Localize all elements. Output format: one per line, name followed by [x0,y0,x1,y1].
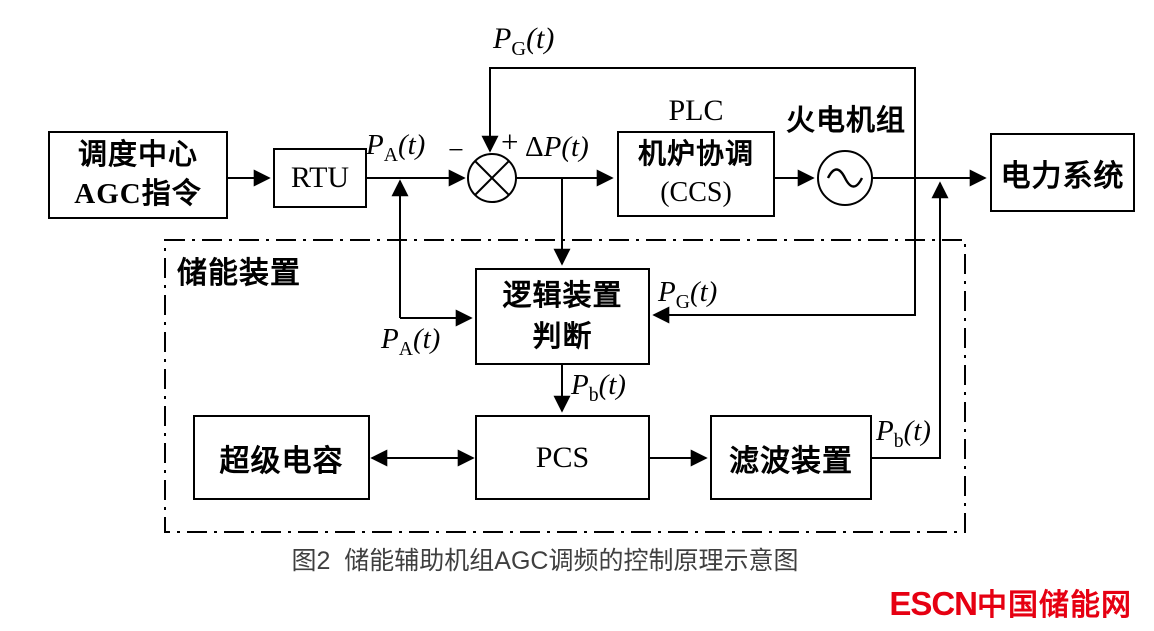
block-dispatch-center: 调度中心 AGC指令 [48,131,228,219]
block-pcs: PCS [475,415,650,500]
storage-boundary [164,239,966,533]
block-label: 判断 [532,320,593,353]
signal-sub: G [675,290,690,313]
generator-label-text: 火电机组 [785,105,906,137]
signal-sub: A [398,337,413,360]
signal-args: (t) [903,415,931,447]
signal-args: (t) [526,22,555,55]
signal-sub: b [588,383,599,406]
plc-label-text: PLC [668,94,724,127]
signal-label-pb-output: Pb(t) [876,415,931,451]
signal-var: P [493,22,512,55]
signal-args: (t) [412,323,441,355]
generator-icon [817,150,873,206]
generator-label: 火电机组 [772,97,920,139]
signal-label-pa-to-logic: PA(t) [381,323,441,359]
block-power-system: 电力系统 [990,133,1135,212]
signal-label-pg-feedback: PG(t) [493,22,555,59]
signal-label-pa-input: PA(t) [366,129,426,165]
block-label: PCS [535,440,590,474]
signal-sub: G [511,38,527,60]
plus-sign: + [501,124,518,160]
block-label: 机炉协调 [637,139,754,170]
signal-var: P [571,369,589,401]
logo-cjk-text: 中国储能网 [977,589,1132,622]
minus-sign: − [448,135,464,167]
signal-sub: A [383,143,398,166]
block-label: 滤波装置 [729,444,853,478]
block-label: 调度中心 [77,139,198,171]
block-ccs: 机炉协调 (CCS) [617,131,775,217]
summing-junction-icon [467,153,517,203]
signal-prefix: Δ [525,131,544,163]
minus-sign-text: − [448,135,464,166]
block-rtu: RTU [273,148,367,208]
signal-args: (t) [397,129,426,161]
block-label: 逻辑装置 [502,279,623,312]
block-filter: 滤波装置 [710,415,872,500]
escn-logo: ESCN 中国储能网 [889,580,1132,624]
block-logic-judgment: 逻辑装置 判断 [475,268,650,365]
signal-var: P [658,276,676,308]
signal-label-delta-p: ΔP(t) [525,131,589,164]
block-label: AGC指令 [74,178,202,210]
figure-caption: 图2 储能辅助机组AGC调频的控制原理示意图 [291,547,799,575]
signal-args: (t) [598,369,626,401]
block-label: RTU [290,161,350,194]
storage-group-label-text: 储能装置 [177,257,301,290]
block-label: (CCS) [660,177,732,208]
signal-var: P [876,415,894,447]
block-label: 电力系统 [1000,159,1125,193]
block-label: 超级电容 [219,444,344,478]
plus-sign-text: + [501,124,519,159]
signal-var: P [381,323,399,355]
connector-lines [228,67,987,467]
signal-label-pg-to-logic: PG(t) [658,276,718,312]
signal-sub: b [893,429,904,452]
logo-latin-text: ESCN [889,585,978,622]
plc-label: PLC [617,94,775,128]
storage-group-label: 储能装置 [177,248,301,292]
signal-args: (t) [689,276,718,308]
signal-var: P [543,131,562,163]
signal-args: (t) [561,131,589,163]
block-supercapacitor: 超级电容 [193,415,370,500]
signal-var: P [366,129,384,161]
signal-label-pb-to-pcs: Pb(t) [571,369,626,405]
